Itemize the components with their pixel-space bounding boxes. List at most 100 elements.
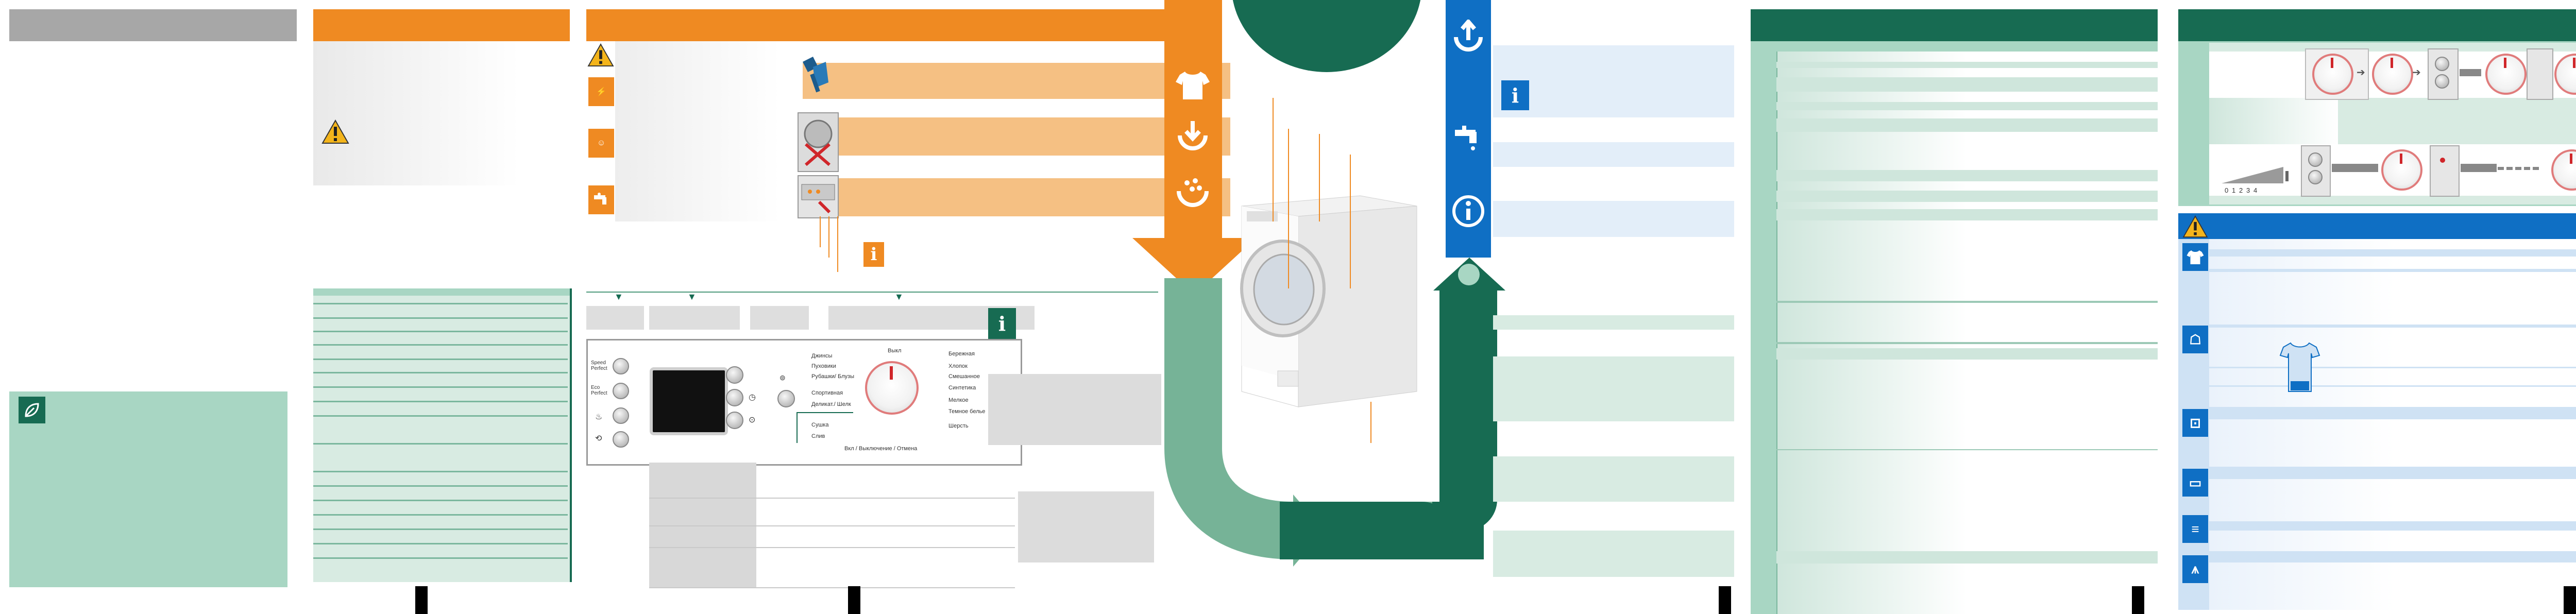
time-button[interactable]: [726, 366, 743, 384]
flow-dot: [1458, 264, 1480, 285]
child-safety-icon: ☺: [588, 129, 614, 158]
program-label: Слив: [811, 433, 825, 439]
page-marker: [848, 586, 860, 614]
load-icon: [1170, 113, 1216, 160]
marker-arrow: ▼: [614, 292, 623, 302]
program-label: Бережная: [948, 351, 975, 357]
symbols-gradient: [2178, 239, 2576, 610]
volume-label: 4: [2253, 186, 2258, 194]
detergent-drawer-image: [798, 175, 839, 218]
table-gradient: [1751, 41, 2158, 614]
info-icon: i: [863, 242, 884, 267]
spin-button[interactable]: [613, 431, 629, 448]
page-2-header: [313, 9, 570, 41]
pointer-line: [796, 412, 853, 413]
button-label-speed: Speed Perfect: [591, 360, 607, 371]
clock-icon: ◷: [749, 393, 756, 402]
page-3: ⚡ ☺ i ▼ ▼ ▼ Speed Perfect Eco Perfect ♨ …: [586, 0, 1230, 614]
panel-button: [2435, 74, 2449, 89]
tap-icon: [588, 185, 614, 214]
panel-button: [2435, 57, 2449, 71]
washing-icon: ⊡: [2182, 409, 2208, 437]
child-lock-icon: ⊙: [749, 416, 756, 424]
dial-top-label: Выкл: [888, 348, 902, 354]
environment-box: [9, 391, 287, 587]
text-box-green: [1493, 531, 1734, 577]
control-snippet: [2527, 48, 2553, 100]
volume-label: 0: [2225, 186, 2229, 194]
dial-bottom-label: Вкл / Выключение / Отмена: [844, 446, 918, 452]
flow-arrow-green-up: [1439, 288, 1497, 531]
tap-icon: [1446, 113, 1491, 165]
panel-button: [2308, 170, 2323, 184]
child-lock-button[interactable]: [777, 390, 795, 407]
shirt-icon: [1170, 62, 1216, 108]
program-selector-dial[interactable]: [865, 361, 919, 415]
marker-arrow: ▼: [894, 292, 904, 302]
washing-machine-image: [1236, 185, 1422, 412]
page-6: [1751, 0, 2163, 614]
panel-button: [2308, 152, 2323, 167]
page-marker: [415, 586, 428, 614]
do-not-overload-image: [798, 112, 839, 172]
eco-perfect-button[interactable]: [613, 383, 629, 399]
arrow-right: [2460, 69, 2481, 76]
spin-icon: ⟲: [595, 434, 602, 443]
rinse-icon: ♨: [595, 413, 603, 421]
info-icon: [1446, 185, 1491, 237]
button-label-eco: Eco Perfect: [591, 385, 607, 396]
page-marker: [1719, 586, 1731, 614]
text-box-blue: [1493, 142, 1734, 167]
start-pause-button[interactable]: [726, 412, 743, 429]
step-band-2: [803, 117, 1230, 156]
volume-scale: [2222, 165, 2289, 188]
program-label: Хлопок: [948, 363, 968, 369]
text-box-green: [1493, 356, 1734, 421]
step-band-3: [803, 178, 1230, 216]
program-label: Темное белье: [948, 408, 986, 415]
volume-label: 2: [2239, 186, 2243, 194]
unload-icon: [1446, 10, 1491, 62]
program-label: Рубашки/ Блузы: [811, 373, 854, 380]
temperature-button[interactable]: [726, 389, 743, 406]
arrow-right: ➔: [2357, 67, 2365, 78]
arrow-right: ➔: [2412, 67, 2421, 78]
electric-shock-icon: ⚡: [588, 77, 614, 106]
program-label: Пуховики: [811, 363, 836, 369]
info-box-blue: [1493, 45, 1734, 117]
safety-gradient: [615, 41, 780, 221]
marker-arrow: ▼: [687, 292, 697, 302]
page-1-header: [9, 9, 297, 41]
program-label: Джинсы: [811, 353, 833, 359]
flow-arrow-green-dark: [1280, 502, 1453, 559]
rinse-button[interactable]: [613, 407, 629, 424]
program-label: Шерсть: [948, 423, 969, 429]
page-6-header: [1751, 9, 2158, 41]
page-marker: [2564, 586, 2576, 614]
text-box-green: [1493, 315, 1734, 330]
program-table-column: [649, 463, 756, 587]
page-3-header: [586, 9, 1179, 41]
speed-perfect-button[interactable]: [613, 358, 629, 374]
volume-label: 3: [2246, 186, 2250, 194]
lock-icon: ⊚: [779, 373, 786, 382]
info-icon: i: [988, 308, 1016, 339]
warning-icon: [321, 119, 349, 147]
warning-icon: [587, 43, 614, 70]
safety-gradient-box: [313, 41, 519, 185]
symbols-header: [2178, 213, 2576, 239]
info-box: [988, 374, 1161, 445]
pointer-line: [796, 412, 798, 443]
header-half-circle: [1231, 0, 1422, 72]
care-label-image: [2279, 340, 2320, 399]
program-label: Мелкое: [948, 397, 969, 403]
setting-dial: [2381, 149, 2422, 191]
volume-label: 1: [2232, 186, 2236, 194]
program-label: Спортивная: [811, 390, 843, 396]
table-box: [313, 288, 572, 582]
info-icon: i: [1501, 80, 1529, 110]
page-5: i: [1493, 0, 1735, 614]
step-band-1: [803, 63, 1230, 99]
shirt-icon: [2182, 243, 2208, 271]
control-panel: Speed Perfect Eco Perfect ♨ ⟲ ◷ ⊙ ⊚ Джин…: [586, 339, 1022, 466]
